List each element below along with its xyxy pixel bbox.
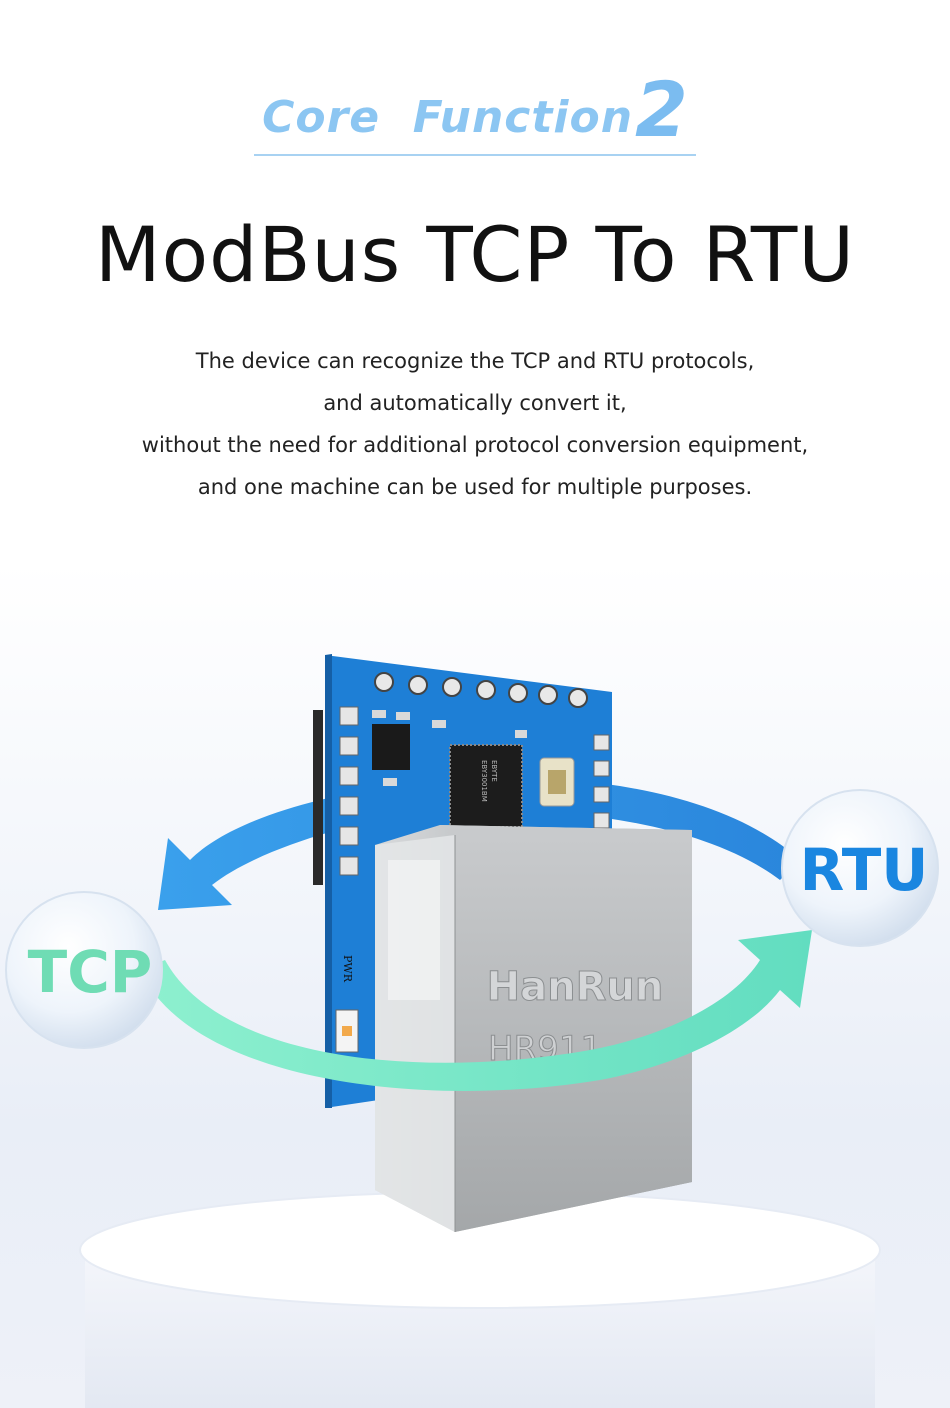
description: The device can recognize the TCP and RTU… xyxy=(0,340,950,508)
core-function-number: 2 xyxy=(635,65,688,154)
rtu-label: RTU xyxy=(800,836,929,904)
rtu-bubble: RTU xyxy=(781,789,939,947)
core-function-label: Core Function xyxy=(262,92,634,143)
pwr-label: PWR xyxy=(341,955,354,983)
rj45-connector: HanRun HR911 xyxy=(375,825,692,1232)
podium xyxy=(79,1191,881,1408)
connector-brand: HanRun xyxy=(487,964,664,1010)
description-line: The device can recognize the TCP and RTU… xyxy=(195,349,755,373)
product-illustration: EBYTE EBY3001BM PWR HanRun HR911 TCP RTU xyxy=(5,654,939,1408)
description-line: and automatically convert it, xyxy=(323,391,627,415)
page-title: ModBus TCP To RTU xyxy=(95,210,855,299)
description-line: and one machine can be used for multiple… xyxy=(197,475,753,499)
tcp-label: TCP xyxy=(28,938,153,1006)
tcp-bubble: TCP xyxy=(5,891,163,1049)
core-function-heading: Core Function2 xyxy=(0,72,950,156)
green-arrow xyxy=(140,930,812,1091)
chip-label: EBYTE xyxy=(490,760,498,782)
description-line: without the need for additional protocol… xyxy=(141,433,809,457)
main-chip: EBYTE EBY3001BM xyxy=(449,744,523,828)
chip-model: EBY3001BM xyxy=(480,760,488,802)
core-function-badge: Core Function2 xyxy=(254,72,696,156)
